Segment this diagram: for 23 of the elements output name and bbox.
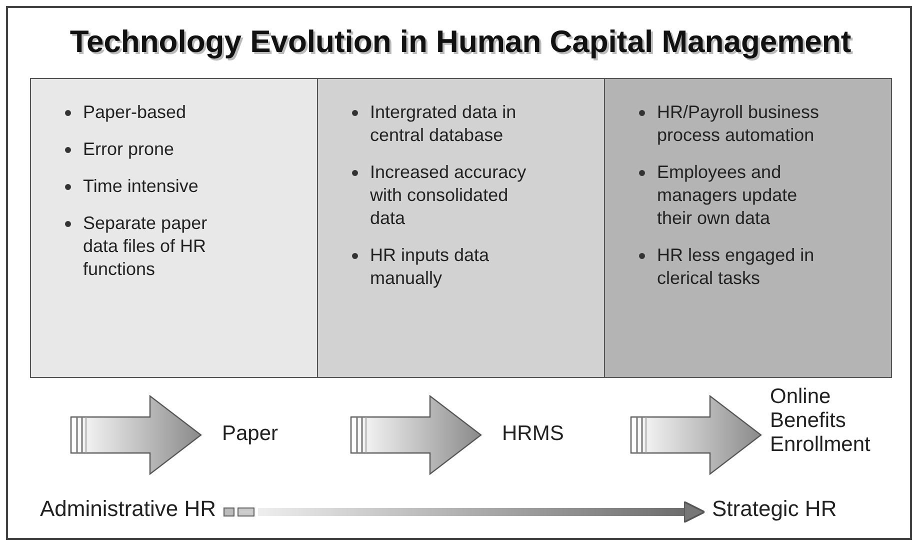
column-panel <box>317 78 605 378</box>
bullet-text: Error prone <box>83 138 176 161</box>
stage-label: Strategic HR <box>712 496 837 522</box>
bullet-text: Time intensive <box>83 175 200 198</box>
column-panel <box>604 78 892 378</box>
bullet-text: Intergrated data in central database <box>370 101 518 147</box>
bullet-text: Employees and managers update their own data <box>657 161 798 230</box>
block-arrow <box>630 395 762 475</box>
gradient-arrow <box>224 500 706 524</box>
arrow-label: Online Benefits Enrollment <box>770 385 872 457</box>
block-arrow <box>350 395 482 475</box>
bullet-text: Increased accuracy with consolidated data <box>370 161 528 230</box>
title: Technology Evolution in Human Capital Management <box>68 24 852 60</box>
column-panel <box>30 78 318 378</box>
arrow-label: Paper <box>222 422 280 446</box>
bullet-text: Paper-based <box>83 101 188 124</box>
bullet-text: HR less engaged in clerical tasks <box>657 244 816 290</box>
block-arrow <box>70 395 202 475</box>
bullet-text: HR inputs data manually <box>370 244 490 290</box>
bullet-text: Separate paper data files of HR functions <box>83 212 208 281</box>
stage-label: Administrative HR <box>40 496 216 522</box>
arrow-label: HRMS <box>502 422 565 446</box>
bullet-text: HR/Payroll business process automation <box>657 101 820 147</box>
